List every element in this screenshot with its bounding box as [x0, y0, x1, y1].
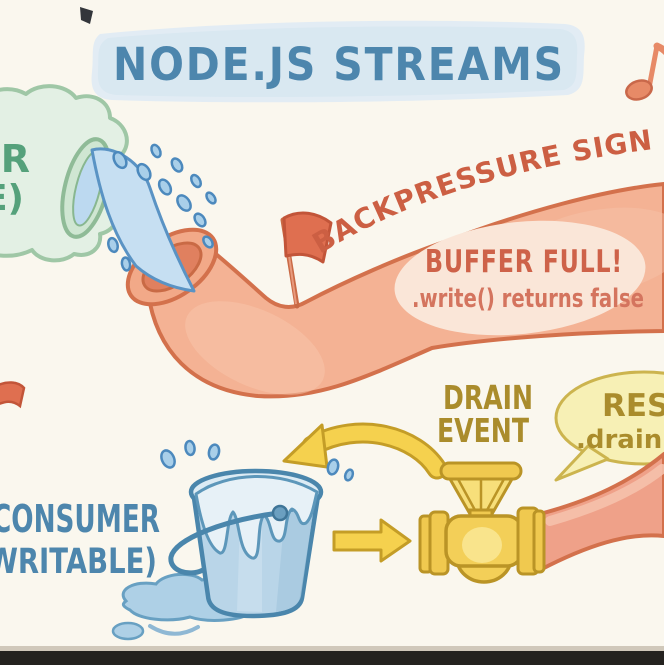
buffer-full-label: BUFFER FULL! [425, 244, 623, 280]
left-edge-flag-icon [0, 381, 26, 409]
producer-label-line2: E) [0, 178, 24, 219]
buffer-full-blob [394, 220, 646, 336]
curved-arrow-icon [282, 422, 448, 480]
bottom-bar [0, 651, 664, 665]
edge-mark [80, 7, 93, 24]
outflow-pipe [538, 452, 664, 572]
resume-bubble-line2: .drain e [576, 425, 664, 455]
red-flag-icon [280, 211, 333, 309]
right-arrow-icon [332, 518, 412, 563]
splash-drops [160, 439, 355, 482]
title-banner: NODE.JS STREAMS [91, 20, 585, 103]
drain-event-label-line2: EVENT [437, 411, 529, 450]
resume-bubble-line1: RESU [602, 388, 664, 424]
producer-label-line1: ER [0, 137, 30, 181]
consumer-label-line1: CONSUMER [0, 497, 160, 541]
puddle-drop [111, 621, 145, 641]
bottom-bar-fade [0, 646, 664, 652]
music-note-icon [625, 42, 664, 101]
water-drops [107, 143, 217, 272]
resume-bubble: RESU .drain e [554, 370, 664, 482]
bucket-handle [168, 510, 282, 576]
valve-icon [418, 461, 546, 584]
drain-event-label-line1: DRAIN [443, 378, 533, 417]
main-pipe [146, 182, 664, 399]
page-title: NODE.JS STREAMS [113, 38, 565, 91]
bucket-icon [111, 439, 355, 641]
water-stream [90, 143, 217, 293]
write-returns-label: .write() returns false [412, 284, 644, 314]
puddle-ripple [148, 624, 200, 636]
consumer-label-line2: (WRITABLE) [0, 542, 157, 582]
